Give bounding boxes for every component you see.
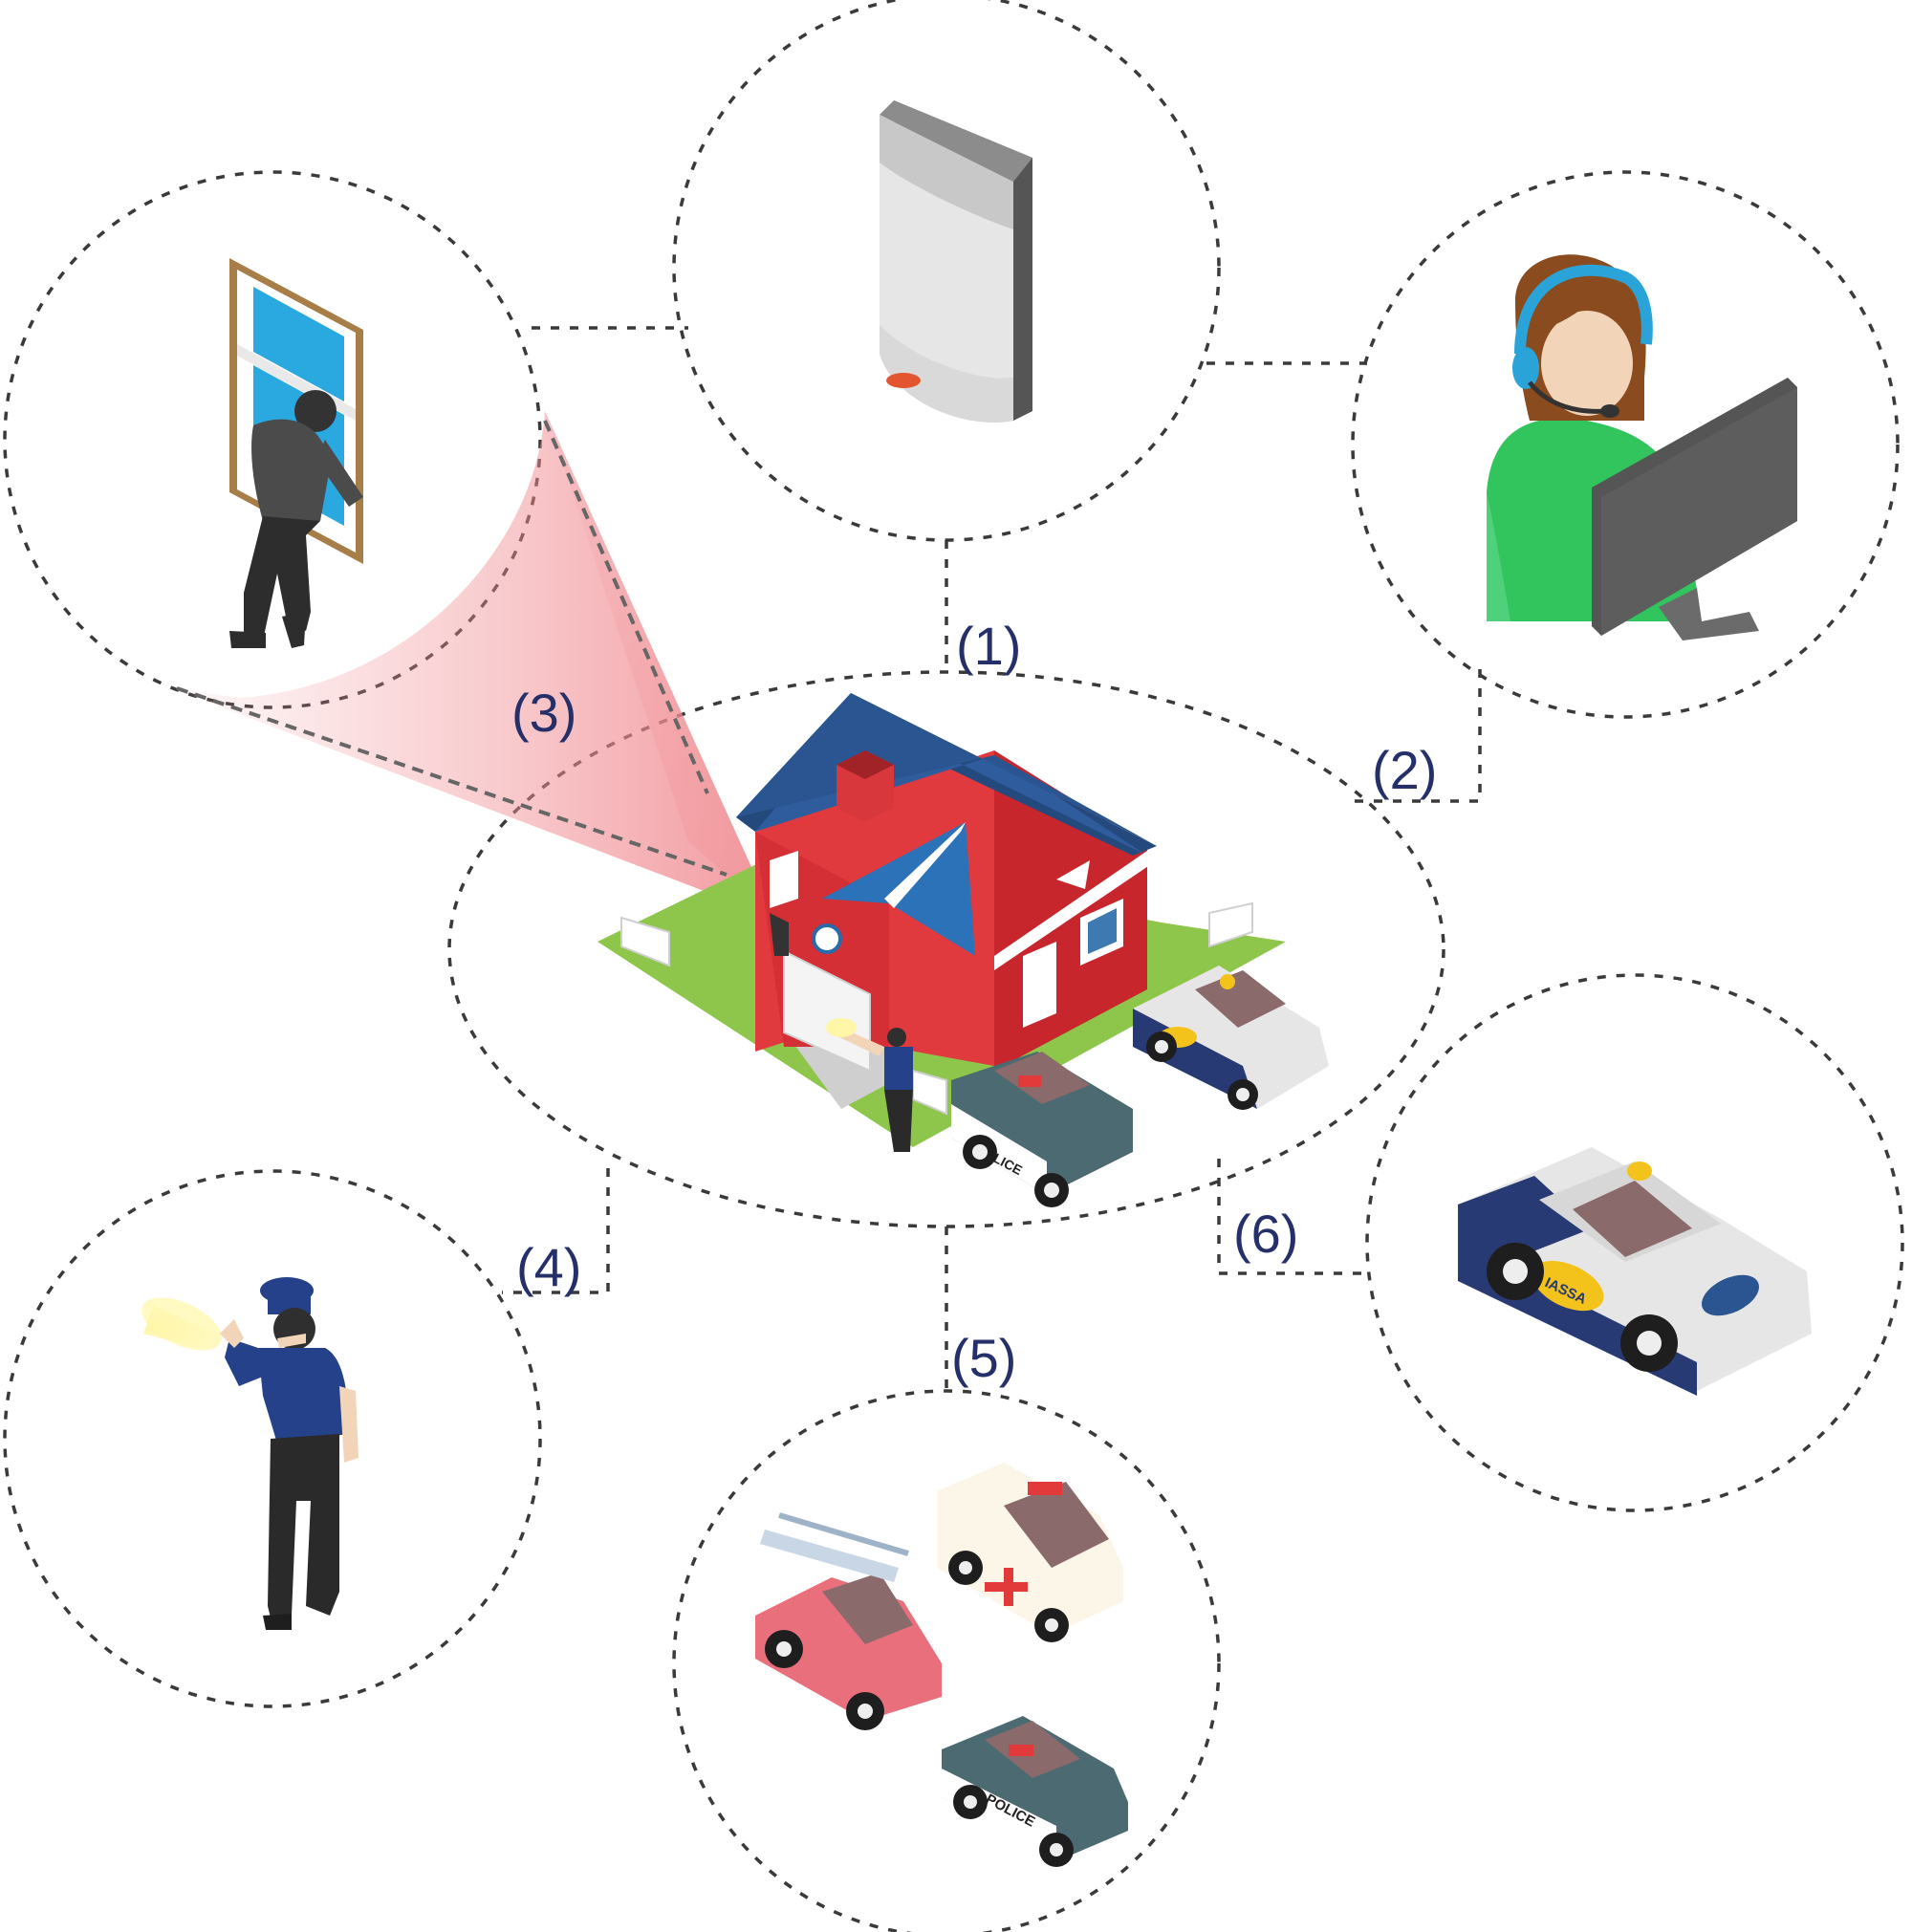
connector-house-patrol (1217, 1159, 1369, 1275)
sensor-beam (172, 411, 774, 918)
call-center-operator-icon (1487, 254, 1797, 640)
patrol-car-near-house (1133, 966, 1329, 1110)
step-label-4: (4) (516, 1237, 581, 1297)
circle-emergency (672, 1389, 1221, 1932)
connector-house-guard (502, 1168, 610, 1294)
burglar-window-icon (229, 258, 363, 648)
patrol-car-icon: IASSA (1458, 1147, 1812, 1396)
police-car-near-house: POLICE (951, 1052, 1133, 1207)
house-icon (598, 693, 1286, 1152)
circle-burglar (3, 170, 542, 709)
step-label-5: (5) (951, 1328, 1016, 1388)
circle-guard (3, 1169, 542, 1708)
step-label-2: (2) (1372, 740, 1437, 800)
connector-operator-house (1348, 669, 1482, 803)
step-label-6: (6) (1233, 1204, 1298, 1264)
circle-operator (1351, 170, 1900, 719)
step-label-1: (1) (956, 616, 1021, 676)
circle-patrol (1365, 973, 1904, 1512)
motion-sensor-icon (880, 100, 1032, 423)
emergency-vehicles-icon: POLICE (755, 1463, 1128, 1867)
step-label-3: (3) (511, 683, 576, 743)
security-guard-icon (141, 1277, 358, 1630)
